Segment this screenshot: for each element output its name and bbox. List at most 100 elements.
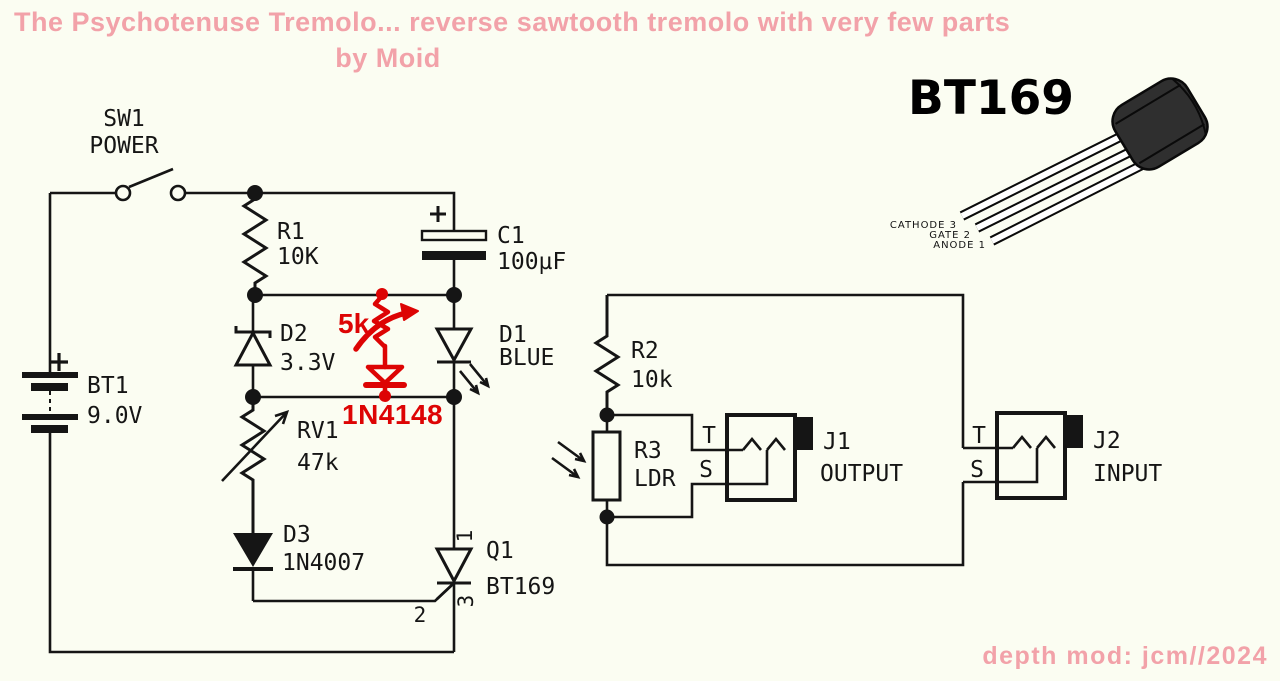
j1-contact-prongs	[741, 436, 787, 451]
battery-plus-sign	[50, 353, 68, 371]
zener-d2: D2 3.3V	[233, 295, 336, 397]
q1-value: BT169	[486, 574, 555, 600]
d1-emission-arrow-2	[468, 363, 490, 389]
battery-plate-long-2	[22, 414, 78, 420]
battery-plate-short-2	[31, 425, 68, 433]
r2-ref: R2	[631, 338, 659, 364]
battery-plate-short-1	[31, 383, 68, 391]
bt1-value: 9.0V	[87, 403, 143, 429]
page-subtitle: by Moid	[335, 43, 441, 73]
j1-tip-wire	[607, 413, 743, 452]
rv1-ref: RV1	[297, 418, 339, 444]
wire-audio-top	[607, 293, 965, 448]
package-pin-gate-label: GATE 2	[929, 230, 971, 241]
junction-dot	[247, 185, 263, 201]
wire-audio-bottom	[605, 482, 965, 567]
d2-value: 3.3V	[280, 350, 336, 376]
diode-d3: D3 1N4007	[233, 522, 365, 601]
d2-triangle	[233, 329, 273, 367]
d1-ref: D1	[499, 322, 527, 348]
capacitor-c1: C1 100µF	[420, 206, 566, 275]
j1-sleeve-label: S	[699, 457, 713, 483]
package-seam-bottom	[1138, 123, 1205, 165]
leg-anode	[990, 156, 1156, 244]
d3-ref: D3	[283, 522, 311, 548]
r2-zigzag	[593, 295, 621, 415]
j1-sleeve-wire	[608, 450, 769, 519]
d3-value: 1N4007	[282, 550, 365, 576]
mod-pot-arrow-shaft	[353, 310, 409, 352]
d1-value: BLUE	[499, 345, 554, 371]
package-legs	[959, 127, 1157, 246]
junction-dot	[247, 287, 263, 303]
package-seam-top	[1115, 83, 1182, 125]
wire-gate	[253, 584, 453, 603]
led-d1: D1 BLUE	[434, 295, 554, 397]
junction-dot	[599, 407, 615, 423]
d1-emission-arrow-1	[458, 370, 480, 396]
r3-value: LDR	[634, 466, 676, 492]
wire-bottom-rail	[48, 433, 454, 654]
switch-lever	[128, 167, 174, 189]
sw1-label: POWER	[89, 133, 158, 159]
credit-text: depth mod: jcm//2024	[982, 642, 1268, 670]
junction-dot	[599, 509, 615, 525]
r3-ref: R3	[634, 438, 662, 464]
j1-connector-block	[794, 417, 813, 450]
switch-pole-right	[169, 184, 187, 202]
junction-dot	[446, 389, 462, 405]
wire-layer	[48, 191, 456, 654]
leg-cathode	[960, 129, 1132, 219]
j1-tip-label: T	[702, 423, 716, 449]
bt169-package-inset: BT169 CATHODE 3 GATE 2 ANODE 1	[890, 71, 1209, 251]
leg-gate	[975, 143, 1144, 231]
mod-pot-arrow-head	[400, 303, 419, 321]
c1-value: 100µF	[497, 249, 566, 275]
wire-top-right	[185, 191, 456, 231]
c1-ref: C1	[497, 223, 525, 249]
jack-j2: T S J2 INPUT	[963, 411, 1162, 500]
package-seam-end	[1172, 78, 1207, 135]
q1-pin1-label: 1	[453, 530, 477, 543]
j2-connector-block	[1064, 415, 1083, 448]
hand-mod-layer: 5k 1N4148	[338, 288, 443, 430]
package-body-group	[1111, 77, 1209, 171]
j2-body	[995, 411, 1067, 500]
battery-bt1: BT1 9.0V	[22, 353, 143, 433]
package-part-number: BT169	[908, 71, 1074, 126]
j1-body	[725, 413, 797, 502]
mod-diode-bottom-dot	[379, 390, 391, 402]
switch-pole-left	[114, 184, 132, 202]
q1-gate-stub	[436, 582, 455, 600]
ldr-r3: R3 LDR	[551, 415, 676, 517]
q1-ref: Q1	[486, 538, 514, 564]
j2-sleeve-label: S	[970, 457, 984, 483]
c1-plate-negative	[422, 251, 486, 260]
resistor-r2: R2 10k	[593, 295, 673, 415]
j2-sleeve-wire	[963, 448, 1039, 484]
c1-plus-sign	[430, 206, 446, 222]
sw1-ref: SW1	[103, 106, 145, 132]
q1-triangle	[434, 547, 474, 585]
r3-light-arrow-1	[557, 440, 587, 463]
r1-value: 10K	[277, 244, 319, 270]
battery-plate-long-1	[22, 372, 78, 378]
package-pin-cathode-label: CATHODE 3	[890, 220, 957, 231]
j2-contact-prongs	[1011, 434, 1057, 449]
page-title: The Psychotenuse Tremolo... reverse sawt…	[14, 7, 1010, 37]
j1-label: OUTPUT	[820, 461, 903, 487]
r3-body	[591, 430, 622, 502]
r1-zigzag	[241, 193, 269, 295]
rv1-value: 47k	[297, 450, 339, 476]
resistor-r1: R1 10K	[241, 193, 319, 295]
d3-triangle	[233, 533, 273, 567]
jack-j1: T S J1 OUTPUT	[607, 413, 903, 519]
q1-pin2-label: 2	[414, 603, 427, 627]
d1-triangle	[434, 327, 474, 364]
mod-pot-value: 5k	[338, 308, 370, 339]
junction-dots	[245, 185, 615, 525]
switch-sw1: SW1 POWER	[89, 106, 187, 202]
j2-ref: J2	[1093, 428, 1121, 454]
j1-ref: J1	[823, 429, 851, 455]
